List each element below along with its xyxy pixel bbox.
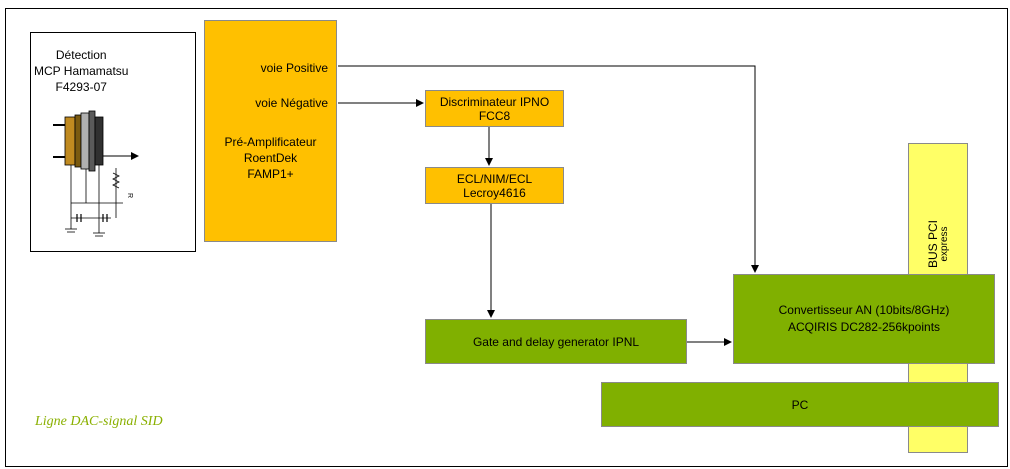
discriminator-box: Discriminateur IPNO FCC8 [425, 90, 564, 127]
mcp-detector-schematic: R [53, 110, 139, 237]
preamplifier-label: Pré-Amplificateur RoentDek FAMP1+ [224, 135, 317, 181]
detector-box: Détection MCP Hamamatsu F4293-07 R [30, 32, 196, 252]
preamplifier-box: voie Positive voie Négative Pré-Amplific… [204, 20, 337, 242]
adc-converter-box: Convertisseur AN (10bits/8GHz) ACQIRIS D… [733, 274, 995, 364]
diagram-caption: Ligne DAC-signal SID [35, 414, 163, 429]
diagram-frame [5, 8, 1008, 467]
positive-signal-line [338, 65, 759, 273]
gate-delay-generator-box: Gate and delay generator IPNL [425, 319, 687, 364]
ecl-converter-box: ECL/NIM/ECL Lecroy4616 [425, 167, 564, 204]
positive-channel-label: voie Positive [260, 61, 328, 75]
resistor-label: R [126, 193, 133, 198]
pc-box: PC [601, 382, 999, 427]
negative-channel-label: voie Négative [255, 96, 328, 110]
detector-label: Détection MCP Hamamatsu F4293-07 [34, 48, 129, 94]
